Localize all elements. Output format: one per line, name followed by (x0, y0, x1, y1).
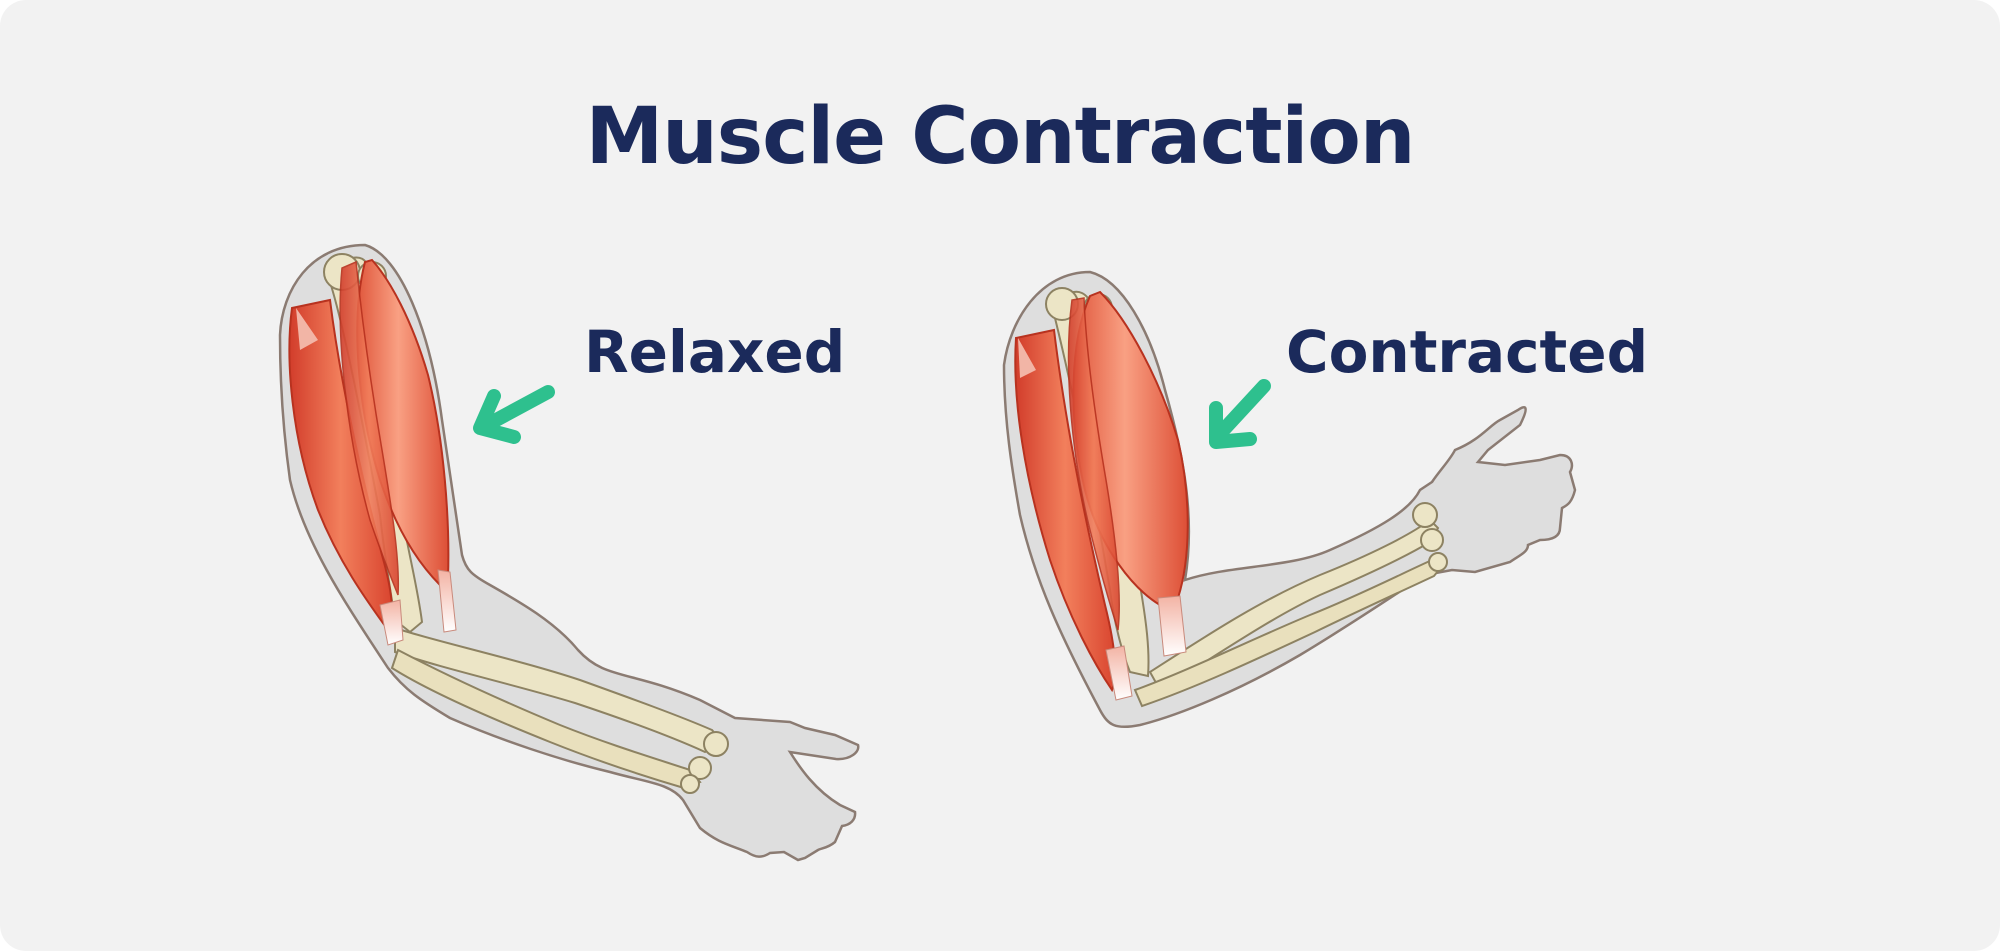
contracted-label: Contracted (1286, 318, 1649, 386)
diagram-title: Muscle Contraction (585, 92, 1416, 182)
relaxed-label: Relaxed (584, 318, 846, 386)
contracted-triceps (1014, 328, 1117, 693)
relaxed-arm (278, 243, 860, 862)
contracted-arm (1002, 270, 1577, 729)
contracted-radius (1148, 518, 1440, 692)
relaxed-arrow-icon (473, 385, 555, 444)
contracted-arrow-icon (1209, 379, 1271, 449)
